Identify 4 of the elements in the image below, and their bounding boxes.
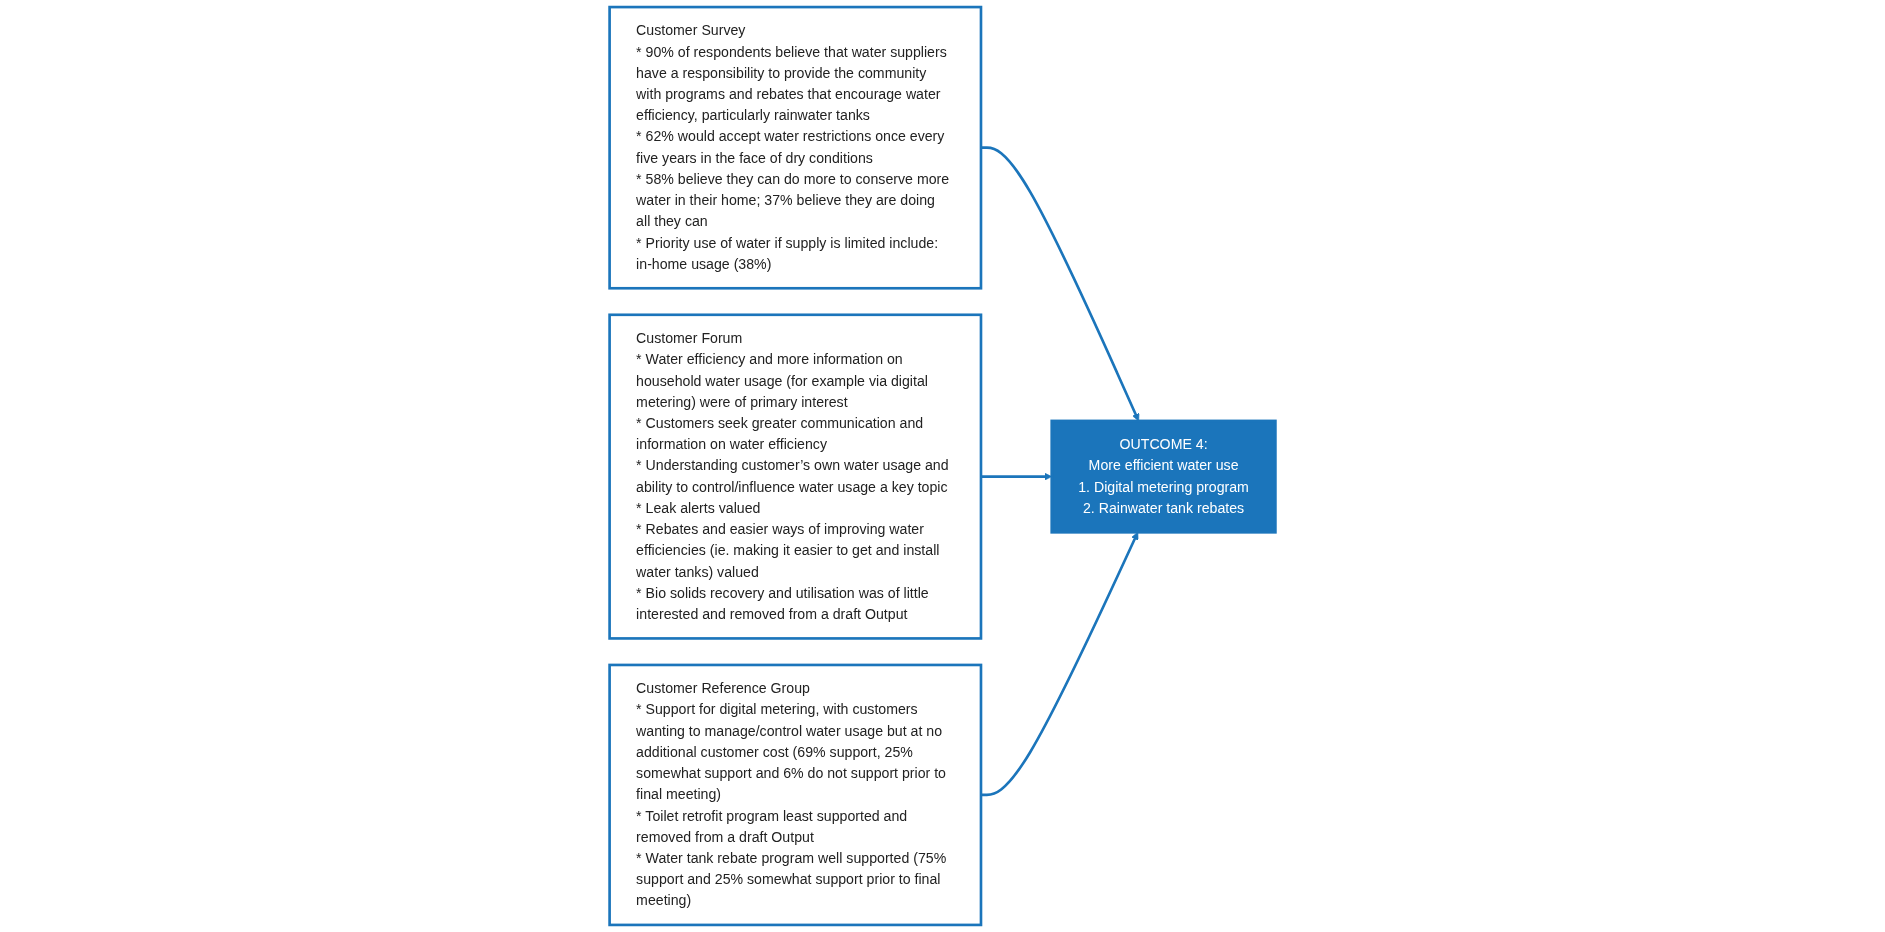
node-box: OUTCOME 4: More efficient water use 1. Digital metering program 2. Rainwater tank rebates [1050, 419, 1277, 534]
node-box: Customer Survey * 90% of respondents believe that water suppliers have a responsibility to provide the community with programs and rebates that encourage water efficiency, particularly rainwater tanks * 62% would accept water restrictions once every five years in the face of dry conditions * 58% believe they can do more to conserve more water in their home; 37% believe they are doing all they can * Priority use of water if supply is limited include: in-home usage (38%) [608, 5, 983, 290]
node-box: Customer Forum * Water efficiency and more information on household water usage (for example via digital metering) were of primary interest * Customers seek greater communication and information on water efficiency * Understanding customer’s own water usage and ability to control/influence water usage a key topic * Leak alerts valued * Rebates and easier ways of improving water efficiencies (ie. making it easier to get and install water tanks) valued * Bio solids recovery and utilisation was of little interested and removed from a draft Output [608, 313, 983, 640]
node-box: Customer Reference Group * Support for digital metering, with customers wanting to manage/control water usage but at no additional customer cost (69% support, 25% somewhat support and 6% do not support prior to final meeting) * Toilet retrofit program least supported and removed from a draft Output * Water tank rebate program well supported (75% support and 25% somewhat support prior to final meeting) [608, 663, 983, 927]
